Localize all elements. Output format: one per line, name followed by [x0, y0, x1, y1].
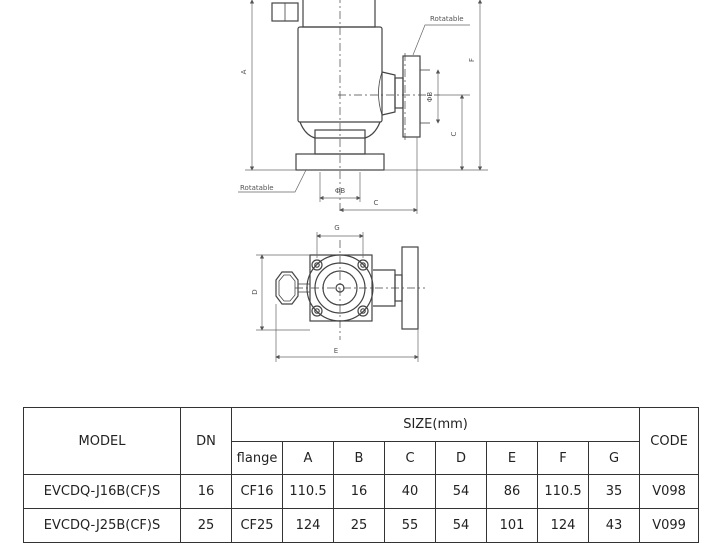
- cell-f: 110.5: [537, 474, 589, 509]
- header-code: CODE: [639, 407, 700, 475]
- subheader-g: G: [587, 441, 641, 475]
- cell-b: 16: [333, 474, 385, 509]
- dim-label-phi-b-bottom: ΦB: [335, 187, 346, 195]
- cell-a: 124: [282, 508, 334, 543]
- cell-dn: 25: [180, 508, 232, 543]
- cell-g: 35: [587, 474, 641, 509]
- bolt-hole: [357, 305, 369, 317]
- cell-model: EVCDQ-J25B(CF)S: [23, 508, 181, 543]
- cell-b: 25: [333, 508, 385, 543]
- top-view: [275, 240, 425, 340]
- dim-label-e: E: [334, 347, 338, 355]
- top-view-dimensions: [256, 232, 419, 362]
- cell-dn: 16: [180, 474, 232, 509]
- side-neck: [394, 77, 404, 109]
- subheader-d: D: [435, 441, 487, 475]
- cell-a: 110.5: [282, 474, 334, 509]
- header-model: MODEL: [23, 407, 181, 475]
- cell-d: 54: [435, 508, 487, 543]
- cell-g: 43: [587, 508, 641, 543]
- header-size: SIZE(mm): [230, 407, 641, 442]
- cell-flange: CF25: [231, 508, 283, 543]
- cell-c: 40: [384, 474, 436, 509]
- cell-e: 86: [486, 474, 538, 509]
- subheader-c: C: [384, 441, 436, 475]
- side-flange: [402, 55, 421, 138]
- subheader-e: E: [486, 441, 538, 475]
- bolt-hole: [311, 259, 323, 271]
- dim-label-g: G: [334, 224, 339, 232]
- side-view-dimensions: [238, 0, 488, 214]
- subheader-b: B: [333, 441, 385, 475]
- dim-label-phi-b-right: ΦB: [426, 92, 434, 103]
- subheader-f: F: [537, 441, 589, 475]
- cell-code: V099: [639, 508, 700, 543]
- cell-c: 55: [384, 508, 436, 543]
- dim-label-c-right: C: [450, 131, 458, 136]
- label-rotatable-top: Rotatable: [430, 15, 464, 23]
- size-table: MODEL DN SIZE(mm) CODE flange A B C D E …: [23, 407, 700, 543]
- header-dn: DN: [180, 407, 232, 475]
- table-row: EVCDQ-J25B(CF)S 25 CF25 124 25 55 54 101…: [23, 508, 700, 543]
- dim-label-c-bottom: C: [374, 199, 379, 207]
- hex-fitting: [275, 271, 299, 305]
- table-row: EVCDQ-J16B(CF)S 16 CF16 110.5 16 40 54 8…: [23, 474, 700, 509]
- bottom-flange: [295, 153, 385, 171]
- cell-d: 54: [435, 474, 487, 509]
- cell-code: V098: [639, 474, 700, 509]
- cell-e: 101: [486, 508, 538, 543]
- actuator-body: [302, 0, 376, 28]
- subheader-flange: flange: [231, 441, 283, 475]
- bolt-hole: [357, 259, 369, 271]
- side-view: [271, 0, 440, 212]
- bolt-hole: [311, 305, 323, 317]
- dim-label-d: D: [251, 289, 259, 294]
- subheader-a: A: [282, 441, 334, 475]
- cell-f: 124: [537, 508, 589, 543]
- cell-flange: CF16: [231, 474, 283, 509]
- label-rotatable-bottom: Rotatable: [240, 184, 274, 192]
- dim-label-a: A: [240, 69, 248, 74]
- technical-drawing: Rotatable Rotatable A F ΦB C ΦB C: [238, 0, 488, 362]
- dim-label-f: F: [468, 58, 476, 62]
- cell-model: EVCDQ-J16B(CF)S: [23, 474, 181, 509]
